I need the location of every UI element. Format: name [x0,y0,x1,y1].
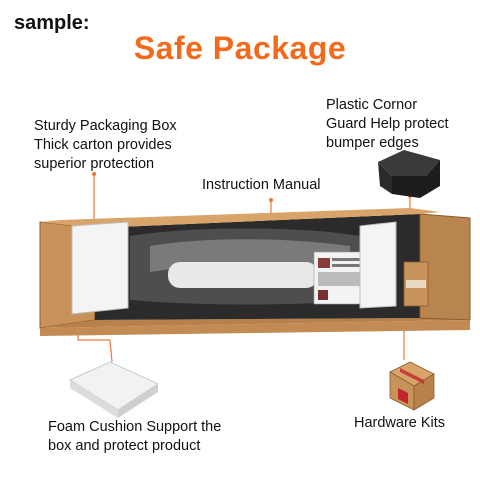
label-instruction-manual: Instruction Manual [202,177,321,193]
page-title: Safe Package [133,30,347,66]
leader-line-foam-b [109,339,113,363]
hardware-kit-box-icon [389,361,435,411]
label-corner-guard: Plastic Cornor Guard Help protect bumper… [326,97,449,152]
label-foam-cushion: Foam Cushion Support the box and protect… [48,419,222,455]
foam-corner-icon [68,361,160,418]
sample-label: sample: [14,12,90,34]
plastic-corner-guard-icon [378,150,440,198]
label-hardware-kits: Hardware Kits [354,415,446,431]
carton-box [39,208,471,336]
label-packaging-box: Sturdy Packaging Box Thick carton provid… [34,118,177,173]
